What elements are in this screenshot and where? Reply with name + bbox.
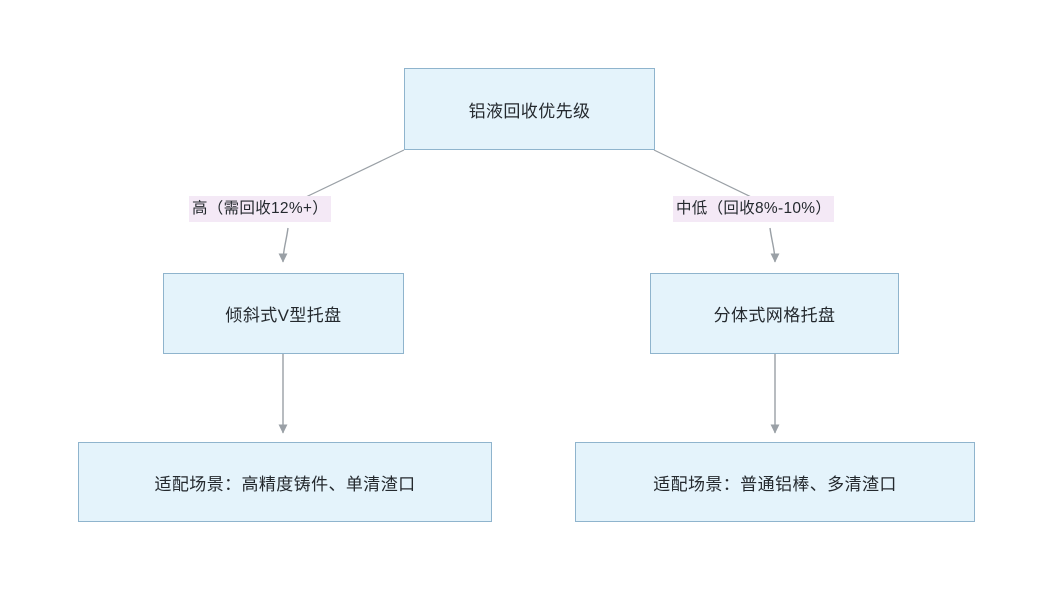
node-right-bottom-label: 适配场景：普通铝棒、多清渣口 [653,474,897,494]
node-root-label: 铝液回收优先级 [468,101,591,121]
edge-label-medium-low-priority: 中低（回收8%-10%） [673,196,835,222]
node-left-mid-tilted-v-tray[interactable]: 倾斜式V型托盘 [163,273,404,354]
node-left-bottom-scenario[interactable]: 适配场景：高精度铸件、单清渣口 [78,442,492,522]
edge-label-high-priority-text: 高（需回收12%+） [192,200,329,217]
edge-label-high-priority: 高（需回收12%+） [189,196,332,222]
edge-root-to-left-mid-arrow [278,227,289,263]
node-right-bottom-scenario[interactable]: 适配场景：普通铝棒、多清渣口 [575,442,975,522]
node-left-mid-label: 倾斜式V型托盘 [225,306,342,325]
node-right-mid-label: 分体式网格托盘 [713,306,836,325]
edge-root-to-right-mid-arrow [769,227,780,263]
node-root[interactable]: 铝液回收优先级 [404,68,655,150]
node-right-mid-split-mesh-tray[interactable]: 分体式网格托盘 [650,273,899,354]
node-left-bottom-label: 适配场景：高精度铸件、单清渣口 [154,474,416,494]
edge-label-medium-low-priority-text: 中低（回收8%-10%） [676,200,832,217]
